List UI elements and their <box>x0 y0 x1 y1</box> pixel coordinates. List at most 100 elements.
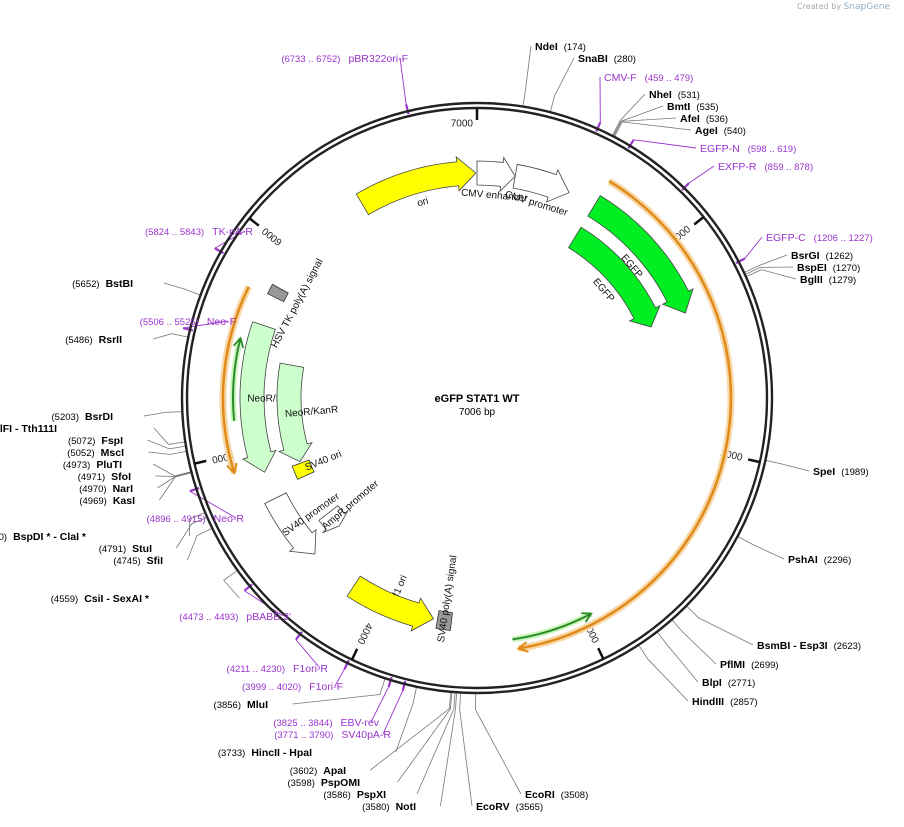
primer-leader <box>295 639 321 669</box>
site-position: (4745) <box>113 556 140 567</box>
feature-label-neor-kanr-outer: NeoR/KanR <box>247 393 300 404</box>
primer-cmv-f[interactable]: CMV-F(459 .. 479) <box>604 72 693 84</box>
site-afei[interactable]: AfeI(536) <box>680 113 728 125</box>
site-bsmbi-esp3i[interactable]: BsmBI - Esp3I(2623) <box>757 640 861 652</box>
primer-f1ori-r[interactable]: (4211 .. 4230)F1ori-R <box>227 663 329 675</box>
site-spei[interactable]: SpeI(1989) <box>813 466 869 478</box>
site-pspomi[interactable]: (3598)PspOMI <box>287 777 360 789</box>
primer-egfp-n[interactable]: EGFP-N(598 .. 619) <box>700 143 796 155</box>
primer-leader <box>688 165 715 184</box>
site-leader <box>459 693 473 807</box>
site-bstbi[interactable]: (5652)BstBI <box>72 278 133 290</box>
site-fspi[interactable]: (5072)FspI <box>68 435 123 447</box>
site-hincii-hpai[interactable]: (3733)HincII - HpaI <box>218 747 312 759</box>
site-pshai[interactable]: PshAI(2296) <box>788 554 851 566</box>
site-bmti[interactable]: BmtI(535) <box>667 101 719 113</box>
primer-sv40pa-r[interactable]: (3771 .. 3790)SV40pA-R <box>274 729 391 741</box>
site-pflmi[interactable]: PflMI(2699) <box>720 659 779 671</box>
primer-ebv-rev[interactable]: (3825 .. 3844)EBV-rev <box>273 717 379 729</box>
site-sfoi[interactable]: (4971)SfoI <box>78 471 131 483</box>
site-name: MscI <box>101 447 124 459</box>
orf-arrowhead <box>516 641 529 653</box>
site-ecorv[interactable]: EcoRV(3565) <box>476 801 543 813</box>
site-ndei[interactable]: NdeI(174) <box>535 41 586 53</box>
primer-range: (3825 .. 3844) <box>273 718 332 729</box>
site-position: (3598) <box>287 778 314 789</box>
site-name: BstBI <box>106 278 134 290</box>
feature-neor-kanr-inner <box>276 362 313 463</box>
site-bspei[interactable]: BspEI(1270) <box>797 262 860 274</box>
tick-label: 4000 <box>354 621 374 646</box>
primer-name: Neo-R <box>214 513 245 525</box>
site-pspxi[interactable]: (3586)PspXI <box>323 789 386 801</box>
primer-tick <box>735 257 746 265</box>
site-bsrdi[interactable]: (5203)BsrDI <box>52 411 114 423</box>
site-blpi[interactable]: BlpI(2771) <box>702 677 755 689</box>
site-bsrgi[interactable]: BsrGI(1262) <box>791 250 853 262</box>
site-name: BspDI * - ClaI * <box>13 531 87 543</box>
site-leader <box>766 460 810 472</box>
primer-neo-r[interactable]: (4896 .. 4915)Neo-R <box>147 513 245 525</box>
primer-tick <box>627 139 635 149</box>
site-leader <box>189 512 205 537</box>
site-leader <box>744 254 788 273</box>
primer-range: (859 .. 878) <box>765 162 814 173</box>
site-ecori[interactable]: EcoRI(3508) <box>525 789 588 801</box>
primer-neo-f[interactable]: (5506 .. 5525)Neo-F <box>140 316 236 328</box>
site-name: BsrDI <box>85 411 113 423</box>
site-apai[interactable]: (3602)ApaI <box>290 765 346 777</box>
primer-tk-pa-r[interactable]: (5824 .. 5843)TK-pA-R <box>145 226 253 238</box>
site-pflfi-tth111i[interactable]: (5088)PflFI - Tth111I <box>0 423 57 435</box>
primer-f1ori-f[interactable]: (3999 .. 4020)F1ori-F <box>242 681 343 693</box>
site-csii-sexai[interactable]: (4559)CsiI - SexAI * <box>51 593 150 605</box>
site-name: PflFI - Tth111I <box>0 423 57 435</box>
site-position: (4810) <box>0 532 7 543</box>
primer-range: (5824 .. 5843) <box>145 227 204 238</box>
site-msci[interactable]: (5052)MscI <box>67 447 124 459</box>
feature-ori <box>355 155 477 216</box>
primer-tick <box>387 676 393 688</box>
primer-egfp-c[interactable]: EGFP-C(1206 .. 1227) <box>766 232 873 244</box>
site-position: (4971) <box>78 472 105 483</box>
site-noti[interactable]: (3580)NotI <box>362 801 416 813</box>
feature-hsv-tk-poly-a-signal <box>267 283 289 303</box>
site-name: EcoRV <box>476 801 510 813</box>
site-hindiii[interactable]: HindIII(2857) <box>692 696 758 708</box>
site-position: (531) <box>678 90 700 101</box>
primer-name: pBABE 3' <box>246 611 291 623</box>
site-stui[interactable]: (4791)StuI <box>99 543 152 555</box>
site-kasi[interactable]: (4969)KasI <box>79 495 135 507</box>
site-agei[interactable]: AgeI(540) <box>695 125 746 137</box>
site-pluti[interactable]: (4973)PluTI <box>63 459 122 471</box>
site-position: (5486) <box>65 335 92 346</box>
site-nhei[interactable]: NheI(531) <box>649 89 700 101</box>
site-mlui[interactable]: (3856)MluI <box>214 699 269 711</box>
primer-leader <box>214 230 246 249</box>
site-position: (3733) <box>218 748 245 759</box>
site-bspdi-clai[interactable]: (4810) BspDI * - ClaI * <box>0 531 87 543</box>
tick-mark <box>350 648 359 661</box>
site-position: (3856) <box>214 700 241 711</box>
site-snabi[interactable]: SnaBI(280) <box>578 53 636 65</box>
orf-arrowhead <box>581 612 593 623</box>
primer-pbabe-3[interactable]: (4473 .. 4493)pBABE 3' <box>179 611 291 623</box>
primer-exfp-r[interactable]: EXFP-R (859 .. 878) <box>718 161 813 173</box>
site-rsrii[interactable]: (5486)RsrII <box>65 334 122 346</box>
site-nari[interactable]: (4970)NarI <box>79 483 133 495</box>
orf-arcs <box>219 178 735 653</box>
site-leader <box>613 117 677 136</box>
primer-range: (6733 .. 6752) <box>281 54 340 65</box>
site-bglii[interactable]: BglII(1279) <box>800 274 856 286</box>
feature-label-ori: ori <box>416 196 430 210</box>
primer-tick <box>405 104 410 115</box>
site-sfii[interactable]: (4745)SfiI <box>113 555 163 567</box>
feature-f1-ori <box>346 575 435 632</box>
site-position: (536) <box>706 114 728 125</box>
primer-name: EXFP-R <box>718 161 757 173</box>
site-leader <box>746 269 797 280</box>
primer-name: SV40pA-R <box>341 729 391 741</box>
primer-pbr322ori-f[interactable]: (6733 .. 6752)pBR322ori-F <box>281 53 408 65</box>
site-leader <box>440 693 457 807</box>
feature-egfp-outer <box>587 195 694 314</box>
